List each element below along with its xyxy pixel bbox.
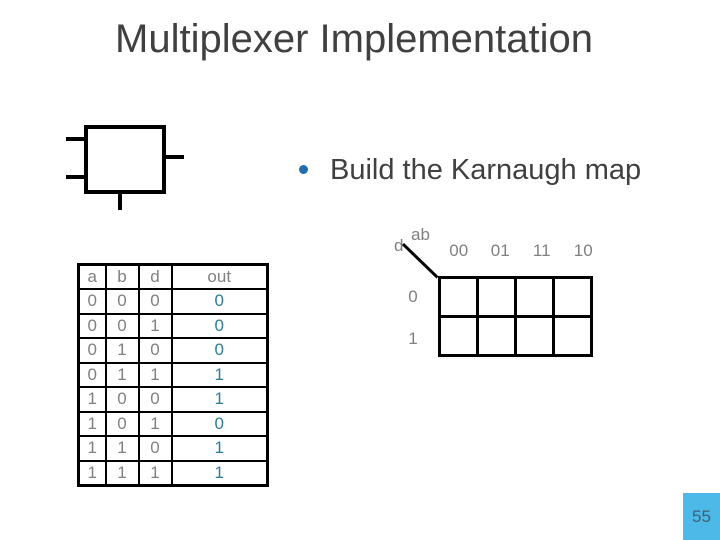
table-row: 0 1 1 1 [77,361,269,388]
cell-b: 1 [104,459,140,486]
bullet-icon [299,165,308,174]
table-row: 1 1 0 1 [77,435,269,462]
cell-out: 1 [170,459,269,486]
kmap-grid-row [438,315,593,357]
kmap-row-label-0: 0 [408,287,418,306]
kmap-grid [438,276,593,357]
cell-a: 0 [77,337,107,364]
kmap-col-label-10: 10 [573,241,593,260]
table-row: 1 0 1 0 [77,410,269,437]
truth-table-header-b: b [104,263,140,290]
cell-out: 1 [170,386,269,413]
cell-out: 1 [170,435,269,462]
kmap-cell [438,276,479,318]
cell-out: 0 [170,337,269,364]
cell-a: 1 [77,459,107,486]
cell-b: 0 [104,386,140,413]
truth-table-header-row: a b d out [77,263,269,290]
cell-out: 0 [170,288,269,315]
truth-table-header-a: a [77,263,107,290]
cell-a: 1 [77,435,107,462]
kmap-cell [514,276,555,318]
kmap-col-var-label: ab [411,225,430,244]
table-row: 1 1 1 1 [77,459,269,486]
kmap-cell [514,315,555,357]
mux-input-line-top [66,137,84,141]
kmap-cell [552,276,593,318]
kmap-cell [476,315,517,357]
table-row: 0 0 0 0 [77,288,269,315]
kmap-cell [438,315,479,357]
kmap-cell [476,276,517,318]
cell-d: 0 [137,386,173,413]
cell-a: 1 [77,386,107,413]
kmap-column-labels: 00 01 11 10 [438,241,604,261]
cell-a: 0 [77,361,107,388]
kmap-col-label-01: 01 [490,241,510,260]
cell-b: 1 [104,435,140,462]
page-number: 55 [692,506,711,526]
mux-output-line [166,155,184,159]
cell-d: 1 [137,459,173,486]
mux-input-line-bottom [66,175,84,179]
cell-a: 1 [77,410,107,437]
cell-d: 1 [137,410,173,437]
cell-out: 0 [170,410,269,437]
cell-b: 0 [104,312,140,339]
cell-d: 0 [137,288,173,315]
kmap-col-label-11: 11 [532,241,551,260]
cell-a: 0 [77,288,107,315]
kmap-diagonal-line [401,243,439,279]
cell-b: 0 [104,410,140,437]
table-row: 0 0 1 0 [77,312,269,339]
cell-d: 1 [137,361,173,388]
bullet-label: Build the Karnaugh map [330,154,642,186]
cell-out: 0 [170,312,269,339]
table-row: 1 0 0 1 [77,386,269,413]
mux-select-line [118,194,122,210]
cell-b: 0 [104,288,140,315]
kmap-cell [552,315,593,357]
truth-table-header-out: out [170,263,269,290]
kmap-grid-row [438,276,593,318]
cell-b: 1 [104,337,140,364]
kmap-row-var-label: d [394,236,404,255]
slide-title: Multiplexer Implementation [115,17,593,61]
table-row: 0 1 0 0 [77,337,269,364]
cell-a: 0 [77,312,107,339]
cell-b: 1 [104,361,140,388]
cell-d: 1 [137,312,173,339]
page-number-badge: 55 [683,493,720,540]
mux-box [84,125,166,194]
truth-table: a b d out 0 0 0 0 0 0 1 0 0 1 0 [77,263,269,487]
kmap-row-label-1: 1 [408,329,418,348]
cell-d: 0 [137,435,173,462]
cell-d: 0 [137,337,173,364]
cell-out: 1 [170,361,269,388]
kmap-col-label-00: 00 [449,241,469,260]
truth-table-header-d: d [137,263,173,290]
